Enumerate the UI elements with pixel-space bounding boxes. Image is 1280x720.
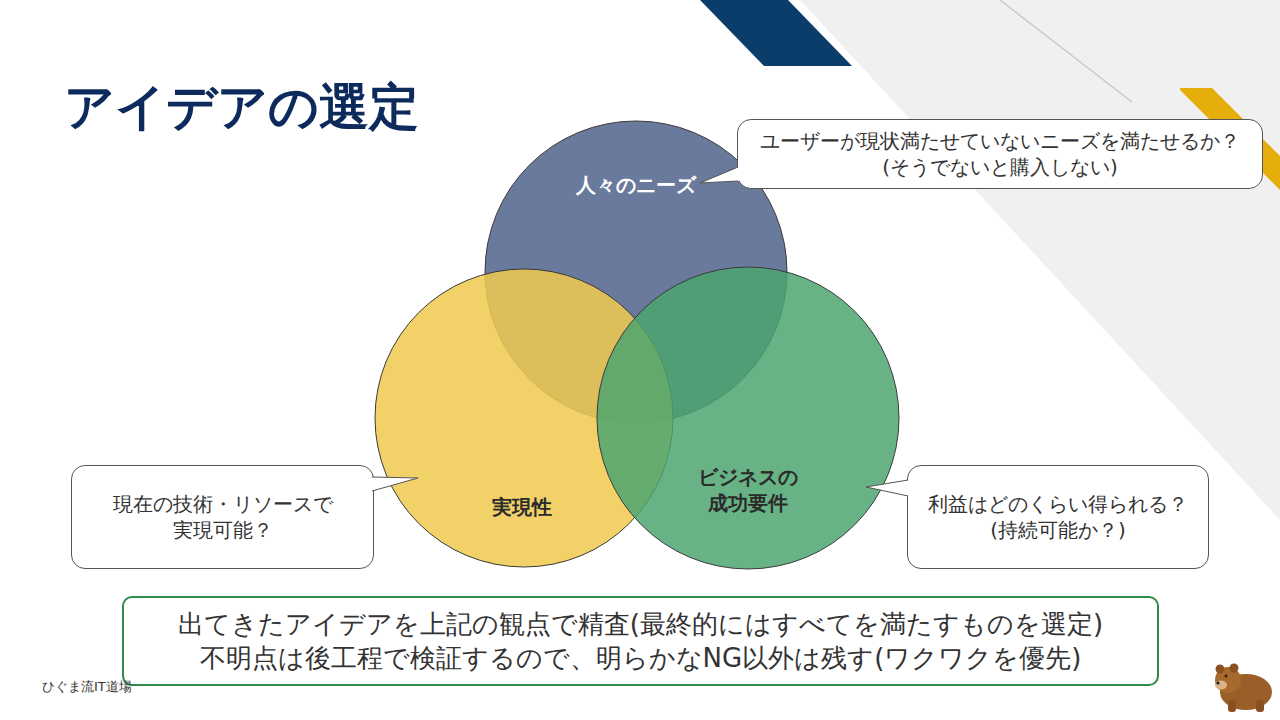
- watermark-label: ひぐま流IT道場: [42, 678, 132, 696]
- venn-circle: ビジネスの 成功要件: [596, 266, 900, 570]
- callout-text: ユーザーが現状満たせていないニーズを満たせるか？: [760, 128, 1240, 154]
- callout-text: 利益はどのくらい得られる？: [928, 491, 1188, 517]
- bear-eye: [1225, 675, 1228, 678]
- circle-outline: [596, 266, 900, 570]
- thin-line: [1000, 0, 1132, 102]
- speech-callout: 現在の技術・リソースで 実現可能？: [71, 465, 374, 569]
- slide-title: アイデアの選定: [64, 74, 419, 141]
- bear-ear: [1230, 664, 1239, 673]
- navy-band: [700, 0, 852, 66]
- bear-icon: [1215, 664, 1272, 713]
- bear-snout: [1215, 681, 1227, 690]
- speech-callout: 利益はどのくらい得られる？(持続可能か？): [907, 465, 1209, 569]
- bear-ear: [1216, 665, 1225, 674]
- bear-leg: [1228, 700, 1236, 712]
- summary-text: 不明点は後工程で検証するので、明らかなNG以外は残す(ワクワクを優先): [200, 641, 1082, 675]
- circle-label: ビジネスの 成功要件: [688, 464, 808, 516]
- callout-text: (そうでないと購入しない): [882, 154, 1118, 180]
- speech-callout: ユーザーが現状満たせていないニーズを満たせるか？(そうでないと購入しない): [737, 119, 1263, 189]
- callout-text: (持続可能か？): [990, 517, 1126, 543]
- bear-leg: [1256, 700, 1264, 712]
- bear-nose: [1216, 681, 1219, 684]
- circle-fill: [597, 267, 899, 569]
- summary-box: 出てきたアイデアを上記の観点で精査(最終的にはすべてを満たすものを選定)不明点は…: [122, 596, 1159, 686]
- summary-text: 出てきたアイデアを上記の観点で精査(最終的にはすべてを満たすものを選定): [178, 607, 1103, 641]
- callout-text: 現在の技術・リソースで 実現可能？: [103, 491, 343, 543]
